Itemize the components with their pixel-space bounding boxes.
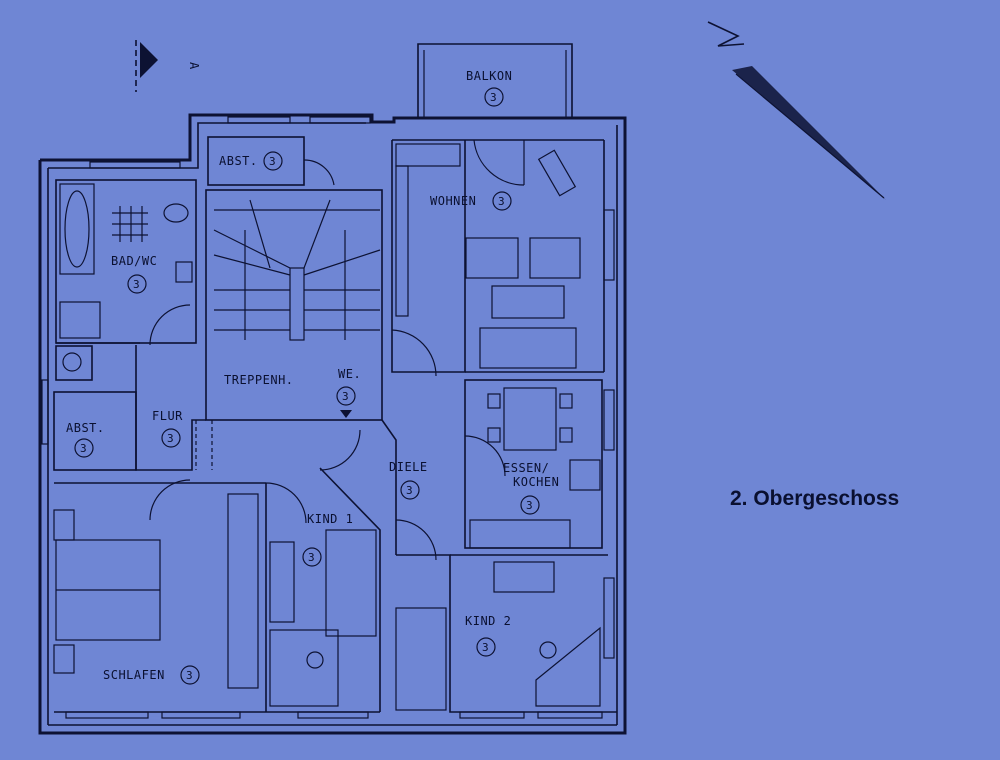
- room-label-balkon: BALKON: [466, 69, 512, 83]
- room-label-kochen: KOCHEN: [513, 475, 559, 489]
- room-label-kind2: KIND 2: [465, 614, 511, 628]
- section-marker-icon: [135, 40, 158, 92]
- room-label-flur: FLUR: [152, 409, 183, 423]
- windows: [41, 116, 615, 719]
- room-number-kind1: [302, 547, 322, 567]
- room-number-flur: [161, 428, 181, 448]
- room-number-bad-wc: [127, 274, 147, 294]
- room-number-abst-top: [263, 151, 283, 171]
- svg-text:3: 3: [490, 91, 497, 104]
- north-arrow-icon: [707, 21, 886, 200]
- room-number-balkon: [484, 87, 504, 107]
- svg-text:3: 3: [269, 155, 276, 168]
- room-number-kind2: [476, 637, 496, 657]
- room-labels: BALKON 3 ABST. 3 WOHNEN 3 BAD/WC 3 TREPP…: [66, 69, 559, 685]
- room-label-we: WE.: [338, 367, 361, 381]
- room-number-essen-kochen: [520, 495, 540, 515]
- room-label-kind1: KIND 1: [307, 512, 353, 526]
- room-label-diele: DIELE: [389, 460, 428, 474]
- furniture: [53, 143, 601, 711]
- svg-text:3: 3: [482, 641, 489, 654]
- svg-text:3: 3: [167, 432, 174, 445]
- interior-walls: [53, 136, 617, 713]
- room-number-abst-left: [74, 438, 94, 458]
- svg-text:3: 3: [342, 390, 349, 403]
- room-label-schlafen: SCHLAFEN: [103, 668, 165, 682]
- svg-text:3: 3: [186, 669, 193, 682]
- svg-text:3: 3: [308, 551, 315, 564]
- svg-text:3: 3: [80, 442, 87, 455]
- room-label-wohnen: WOHNEN: [430, 194, 476, 208]
- svg-text:3: 3: [498, 195, 505, 208]
- floor-title: 2. Obergeschoss: [730, 487, 899, 510]
- balcony-outline: [417, 43, 573, 118]
- svg-text:3: 3: [133, 278, 140, 291]
- room-label-essen: ESSEN/: [503, 461, 549, 475]
- exterior-walls: [38, 113, 627, 735]
- room-label-treppenhaus: TREPPENH.: [224, 373, 294, 387]
- room-label-bad-wc: BAD/WC: [111, 254, 157, 268]
- room-number-schlafen: [180, 665, 200, 685]
- room-label-abst-left: ABST.: [66, 421, 105, 435]
- section-marker-label: A: [187, 62, 201, 70]
- room-number-wohnen: [492, 191, 512, 211]
- staircase: [213, 199, 381, 418]
- svg-text:3: 3: [406, 484, 413, 497]
- room-number-diele: [400, 480, 420, 500]
- room-label-abst-top: ABST.: [219, 154, 258, 168]
- room-number-we: [336, 386, 356, 406]
- svg-text:3: 3: [526, 499, 533, 512]
